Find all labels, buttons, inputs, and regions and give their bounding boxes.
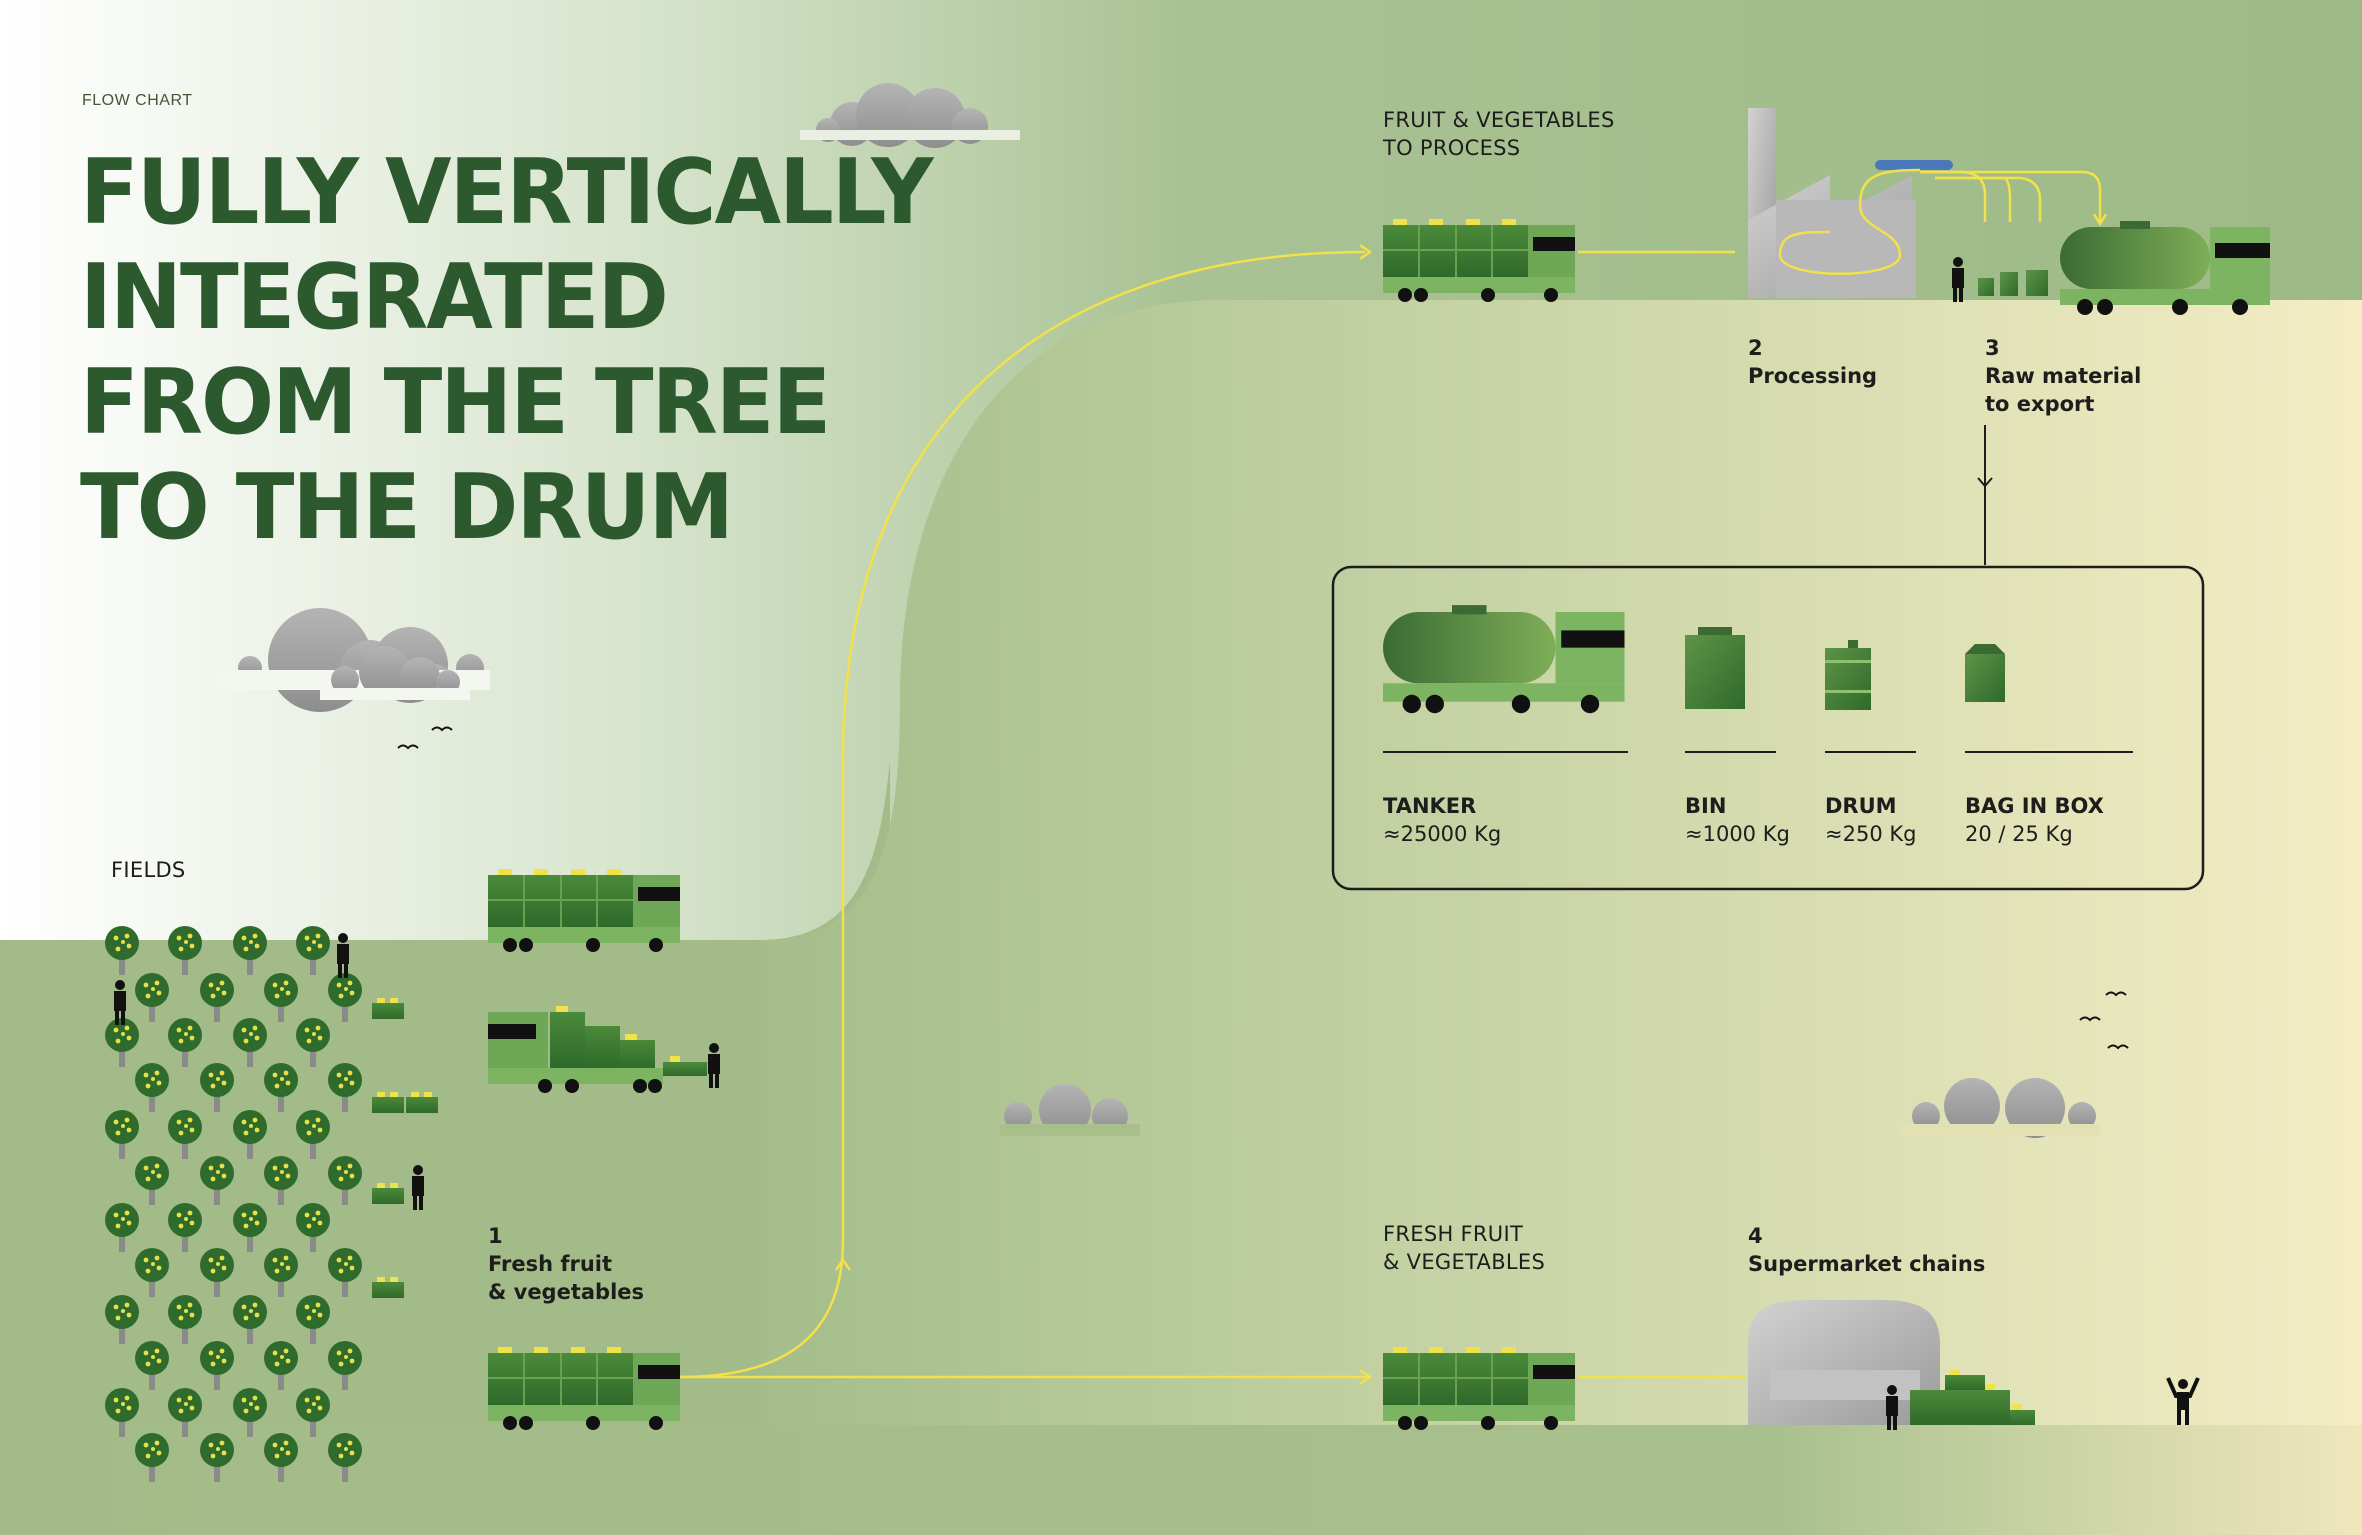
packaging-panel <box>1331 565 2205 891</box>
export-arrow <box>1977 425 1993 565</box>
package-bag-in-box-weight: 20 / 25 Kg <box>1965 822 2073 846</box>
step-1-name: Fresh fruit & vegetables <box>488 1252 645 1304</box>
fresh-fruit-label: FRESH FRUIT & VEGETABLES <box>1383 1222 1546 1274</box>
package-bin-name: BIN <box>1685 794 1727 818</box>
field-truck-icon <box>488 869 680 952</box>
package-bin-weight: ≈1000 Kg <box>1685 822 1790 846</box>
bin-icon <box>1685 627 1745 709</box>
loading-truck-icon <box>488 1006 707 1093</box>
eyebrow-label: FLOW CHART <box>82 92 193 109</box>
step-2-name: Processing <box>1748 364 1878 388</box>
step-3-number: 3 <box>1985 336 2000 360</box>
fruit-to-process-label: FRUIT & VEGETABLES TO PROCESS <box>1383 108 1615 160</box>
step-4-name: Supermarket chains <box>1748 1252 1986 1276</box>
process-truck-icon <box>1383 219 1575 302</box>
step1-truck-icon <box>488 1347 680 1430</box>
flow-lines <box>679 170 2102 1379</box>
left-field-ground <box>0 760 890 1535</box>
fresh-truck-icon <box>1383 1347 1575 1430</box>
package-tanker-name: TANKER <box>1383 794 1477 818</box>
birds-icon <box>397 726 2129 1050</box>
drum-icon <box>1825 640 1871 710</box>
supermarket-crates <box>1910 1370 2035 1425</box>
step-4-number: 4 <box>1748 1224 1763 1248</box>
tanker-icon <box>1383 605 1625 714</box>
package-tanker-weight: ≈25000 Kg <box>1383 822 1502 846</box>
page-title: FULLY VERTICALLY INTEGRATED FROM THE TRE… <box>80 140 933 560</box>
plateau-ground <box>760 300 2362 1535</box>
package-drum-weight: ≈250 Kg <box>1825 822 1917 846</box>
package-bag-in-box-name: BAG IN BOX <box>1965 794 2104 818</box>
cheering-person-icon <box>2166 1377 2200 1425</box>
cloud-icon <box>331 646 460 698</box>
package-drum-name: DRUM <box>1825 794 1897 818</box>
factory-icon <box>1748 108 1953 298</box>
factory-containers <box>1978 270 2048 296</box>
fields-label: FIELDS <box>111 858 186 882</box>
cloud-icon <box>1912 1078 2096 1138</box>
export-tanker-icon <box>2060 221 2270 315</box>
flow-arrows <box>834 213 2108 1386</box>
bag-in-box-icon <box>1965 644 2005 702</box>
step-2-number: 2 <box>1748 336 1763 360</box>
step-3-name: Raw material to export <box>1985 364 2142 416</box>
bottom-ground <box>0 1425 2362 1535</box>
step-1-number: 1 <box>488 1224 503 1248</box>
